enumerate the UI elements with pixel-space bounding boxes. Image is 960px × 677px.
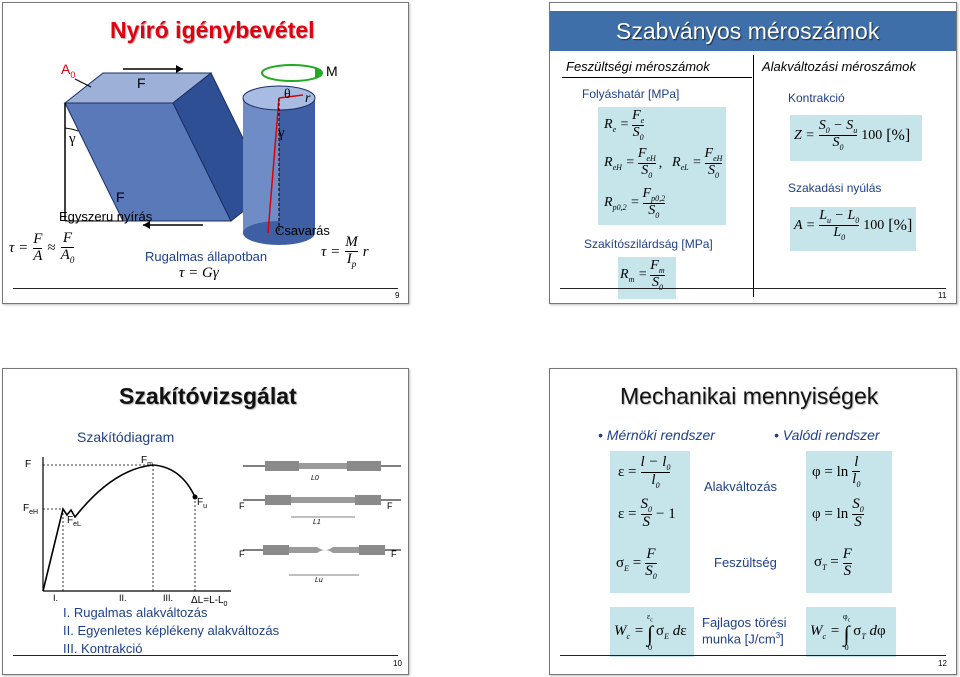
axis-f-label: F (25, 459, 32, 470)
folyashatar-label: Folyáshatár [MPa] (582, 87, 680, 101)
specimen-lu-label: Lu (315, 577, 323, 584)
fel-label: FeL (67, 515, 81, 528)
csavaras-label: Csavarás (275, 223, 330, 238)
fm-label: Fm (141, 455, 153, 468)
bullet-1: • Mérnöki rendszer (598, 427, 715, 443)
shear-diagram (63, 64, 323, 245)
wc-e-formula: Wc = εc∫0 σE dε (614, 612, 687, 652)
sigma-t-box (806, 543, 892, 593)
specimen-f-left-1: F (239, 501, 245, 511)
egyszeru-label: Egyszeru nyírás (59, 209, 153, 224)
wc-e-box (610, 607, 694, 657)
strain-heading: Alakváltozási méroszámok (762, 59, 916, 74)
szakadasi-label: Szakadási nyúlás (788, 181, 882, 195)
wc-t-formula: Wc = φc∫0 σT dφ (810, 612, 886, 652)
slide-11-title-band (550, 11, 956, 51)
rugalmas-label: Rugalmas állapotban (145, 249, 268, 264)
phi-box (806, 451, 892, 543)
delta-l-label: ΔL=L-L0 (191, 595, 228, 608)
feszultseg-label: Feszültség (714, 555, 777, 570)
fajlagos-label: Fajlagos törési munka [J/cm3] (702, 615, 787, 647)
slide-12-title: Mechanikai mennyiségek (620, 383, 879, 409)
gamma-left-label: γ (69, 131, 76, 147)
yield-formula-box (598, 107, 726, 225)
slide-11-title: Szabványos méroszámok (616, 18, 880, 44)
slide-9-title: Nyíró igénybevétel (110, 17, 315, 43)
f-mid-label: F (116, 189, 125, 205)
specimen-f-left-2: F (239, 549, 245, 559)
sigma-e-box (610, 543, 690, 593)
m-top-label: M (326, 63, 338, 79)
legend-line-2: II. Egyenletes képlékeny alakváltozás (63, 623, 280, 638)
zone-3-label: III. (163, 593, 174, 603)
a0-label: A0 (61, 61, 76, 80)
specimen-necked (243, 545, 401, 576)
slide-9: Nyíró igénybevétel A0 F M θ r γ γ F Eg (2, 2, 409, 304)
heading-underline (562, 77, 752, 78)
wc-t-box (806, 607, 896, 657)
kontrakcio-label: Kontrakció (788, 91, 845, 105)
a-formula-box (790, 207, 916, 251)
specimen-f-right-1: F (387, 501, 393, 511)
slide-9-page-number: 9 (395, 291, 400, 300)
stress-heading: Feszültségi méroszámok (566, 59, 710, 74)
rm-formula-box (618, 257, 676, 299)
slide-10-page-number: 10 (393, 659, 402, 668)
specimen-l0-label: L0 (311, 475, 319, 482)
slide-10-title: Szakítóvizsgálat (119, 383, 297, 409)
tau-g-formula: τ = Gγ (179, 265, 219, 281)
slide-11-rule (560, 288, 946, 289)
bullet-2: • Valódi rendszer (774, 427, 880, 443)
heading-divider (753, 55, 754, 297)
eps-box (610, 451, 690, 543)
slide-12-page-number: 12 (938, 659, 947, 668)
slide-9-rule (13, 288, 398, 289)
szakitoszilardsag-label: Szakítószilárdság [MPa] (584, 237, 713, 251)
z-formula-box (790, 115, 922, 161)
szakitodiagram-label: Szakítódiagram (77, 429, 175, 445)
gamma-cyl-label: γ (278, 125, 285, 141)
specimen-elongated (243, 495, 401, 518)
tensile-diagram (42, 457, 401, 592)
specimen-f-right-2: F (391, 549, 397, 559)
zone-2-label: II. (119, 593, 127, 603)
slide-12-rule (560, 655, 946, 656)
f-top-label: F (137, 75, 146, 91)
fu-label: Fu (197, 497, 208, 510)
zone-1-label: I. (53, 593, 59, 603)
theta-label: θ (284, 87, 291, 102)
slide-11: Szabványos méroszámok Feszültségi mérosz… (549, 2, 957, 304)
slide-12: Mechanikai mennyiségek • Mérnöki rendsze… (549, 368, 957, 675)
legend-line-1: I. Rugalmas alakváltozás (63, 605, 208, 620)
slide-10-rule (13, 655, 398, 656)
r-label: r (305, 91, 311, 106)
slide-11-page-number: 11 (938, 291, 947, 300)
feh-label: FeH (23, 503, 39, 516)
alakvaltozas-label: Alakváltozás (704, 479, 777, 494)
specimen-initial (243, 461, 401, 471)
specimen-l1-label: L1 (313, 519, 321, 526)
legend-line-3: III. Kontrakció (63, 641, 143, 656)
slide-10: Szakítóvizsgálat Szakítódiagram (2, 368, 409, 675)
